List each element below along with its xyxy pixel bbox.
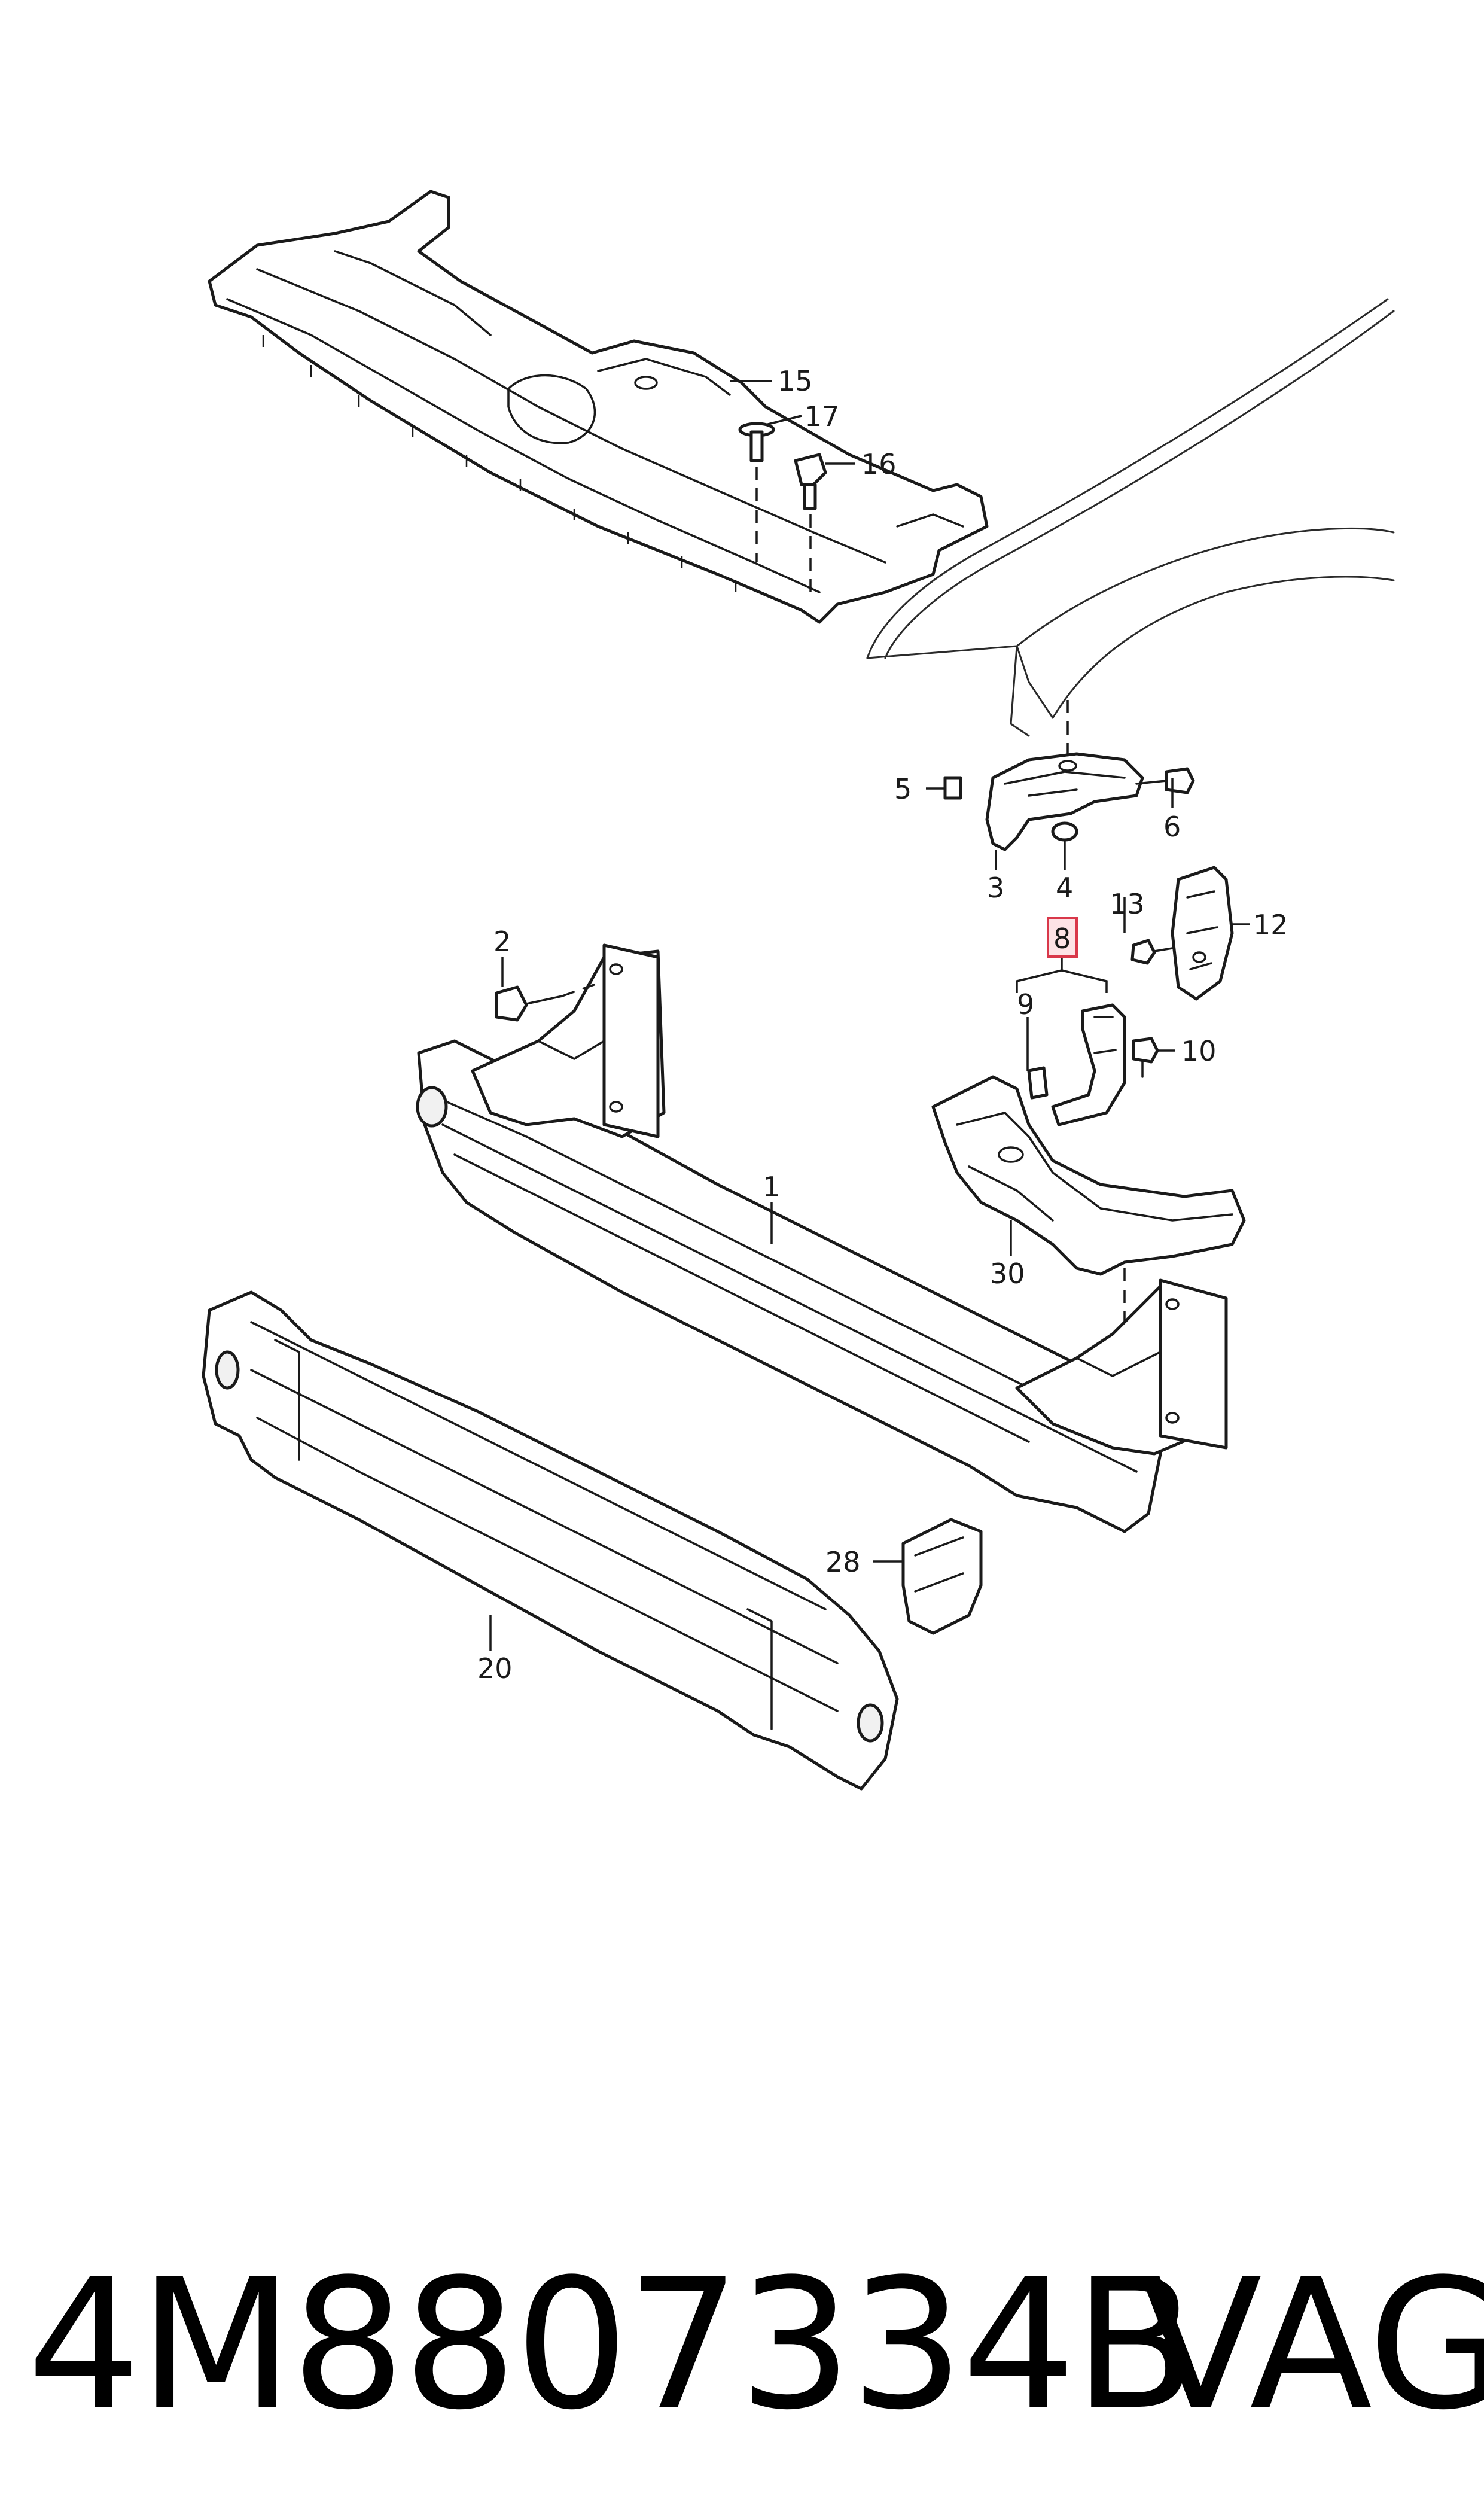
leader-lines <box>489 380 1250 1651</box>
part-28-small-bracket <box>901 1518 983 1635</box>
part-2-bolt <box>495 980 605 1022</box>
callout-2: 2 <box>493 925 511 958</box>
part-16-push-clip <box>794 453 827 598</box>
part-8-bracket <box>1051 1003 1126 1126</box>
brand-name: VAG <box>1139 2240 1484 2449</box>
callout-17: 17 <box>805 400 840 433</box>
callout-30: 30 <box>990 1258 1025 1290</box>
part-4-grommet <box>1051 821 1078 842</box>
callout-1: 1 <box>763 1171 780 1203</box>
callout-8: 8 <box>1053 922 1071 955</box>
callout-13: 13 <box>1110 888 1145 920</box>
part-10-bolt <box>1132 1037 1159 1078</box>
part-9-stud <box>1027 1066 1049 1100</box>
callout-10: 10 <box>1181 1035 1217 1067</box>
callout-20: 20 <box>477 1652 513 1685</box>
callout-16: 16 <box>861 448 897 480</box>
part-3-upper-bracket <box>985 700 1144 851</box>
callout-5: 5 <box>894 773 912 805</box>
part-20-energy-absorber <box>202 1290 899 1791</box>
callout-3: 3 <box>987 872 1004 904</box>
part-30-mounting-bracket <box>931 1075 1246 1276</box>
part-5-nut <box>943 776 962 800</box>
part-17-rivet-clip <box>738 422 775 562</box>
part-6-bolt <box>1135 767 1195 794</box>
callout-6: 6 <box>1163 811 1181 843</box>
callout-8-highlight <box>1047 917 1078 958</box>
callout-15: 15 <box>778 365 813 397</box>
part-info-footer: 4M8807334B VAG <box>0 2237 1484 2453</box>
callout-labels: 15 17 16 5 6 3 4 13 12 8 9 10 30 2 1 28 … <box>477 365 1288 1685</box>
parts-exploded-diagram: 15 17 16 5 6 3 4 13 12 8 9 10 30 2 1 28 … <box>202 190 1395 1791</box>
part-1-bumper-beam <box>416 943 1228 1533</box>
part-12-side-bracket <box>1171 866 1234 1001</box>
part-number: 4M8807334B <box>27 2240 1197 2449</box>
part-15-upper-crossmember <box>208 190 989 624</box>
callout-12: 12 <box>1253 909 1288 941</box>
callout-9: 9 <box>1017 988 1034 1021</box>
callout-4: 4 <box>1056 872 1073 904</box>
callout-28: 28 <box>825 1546 861 1578</box>
fender-outline <box>866 298 1395 737</box>
part-13-screw <box>1130 939 1174 965</box>
